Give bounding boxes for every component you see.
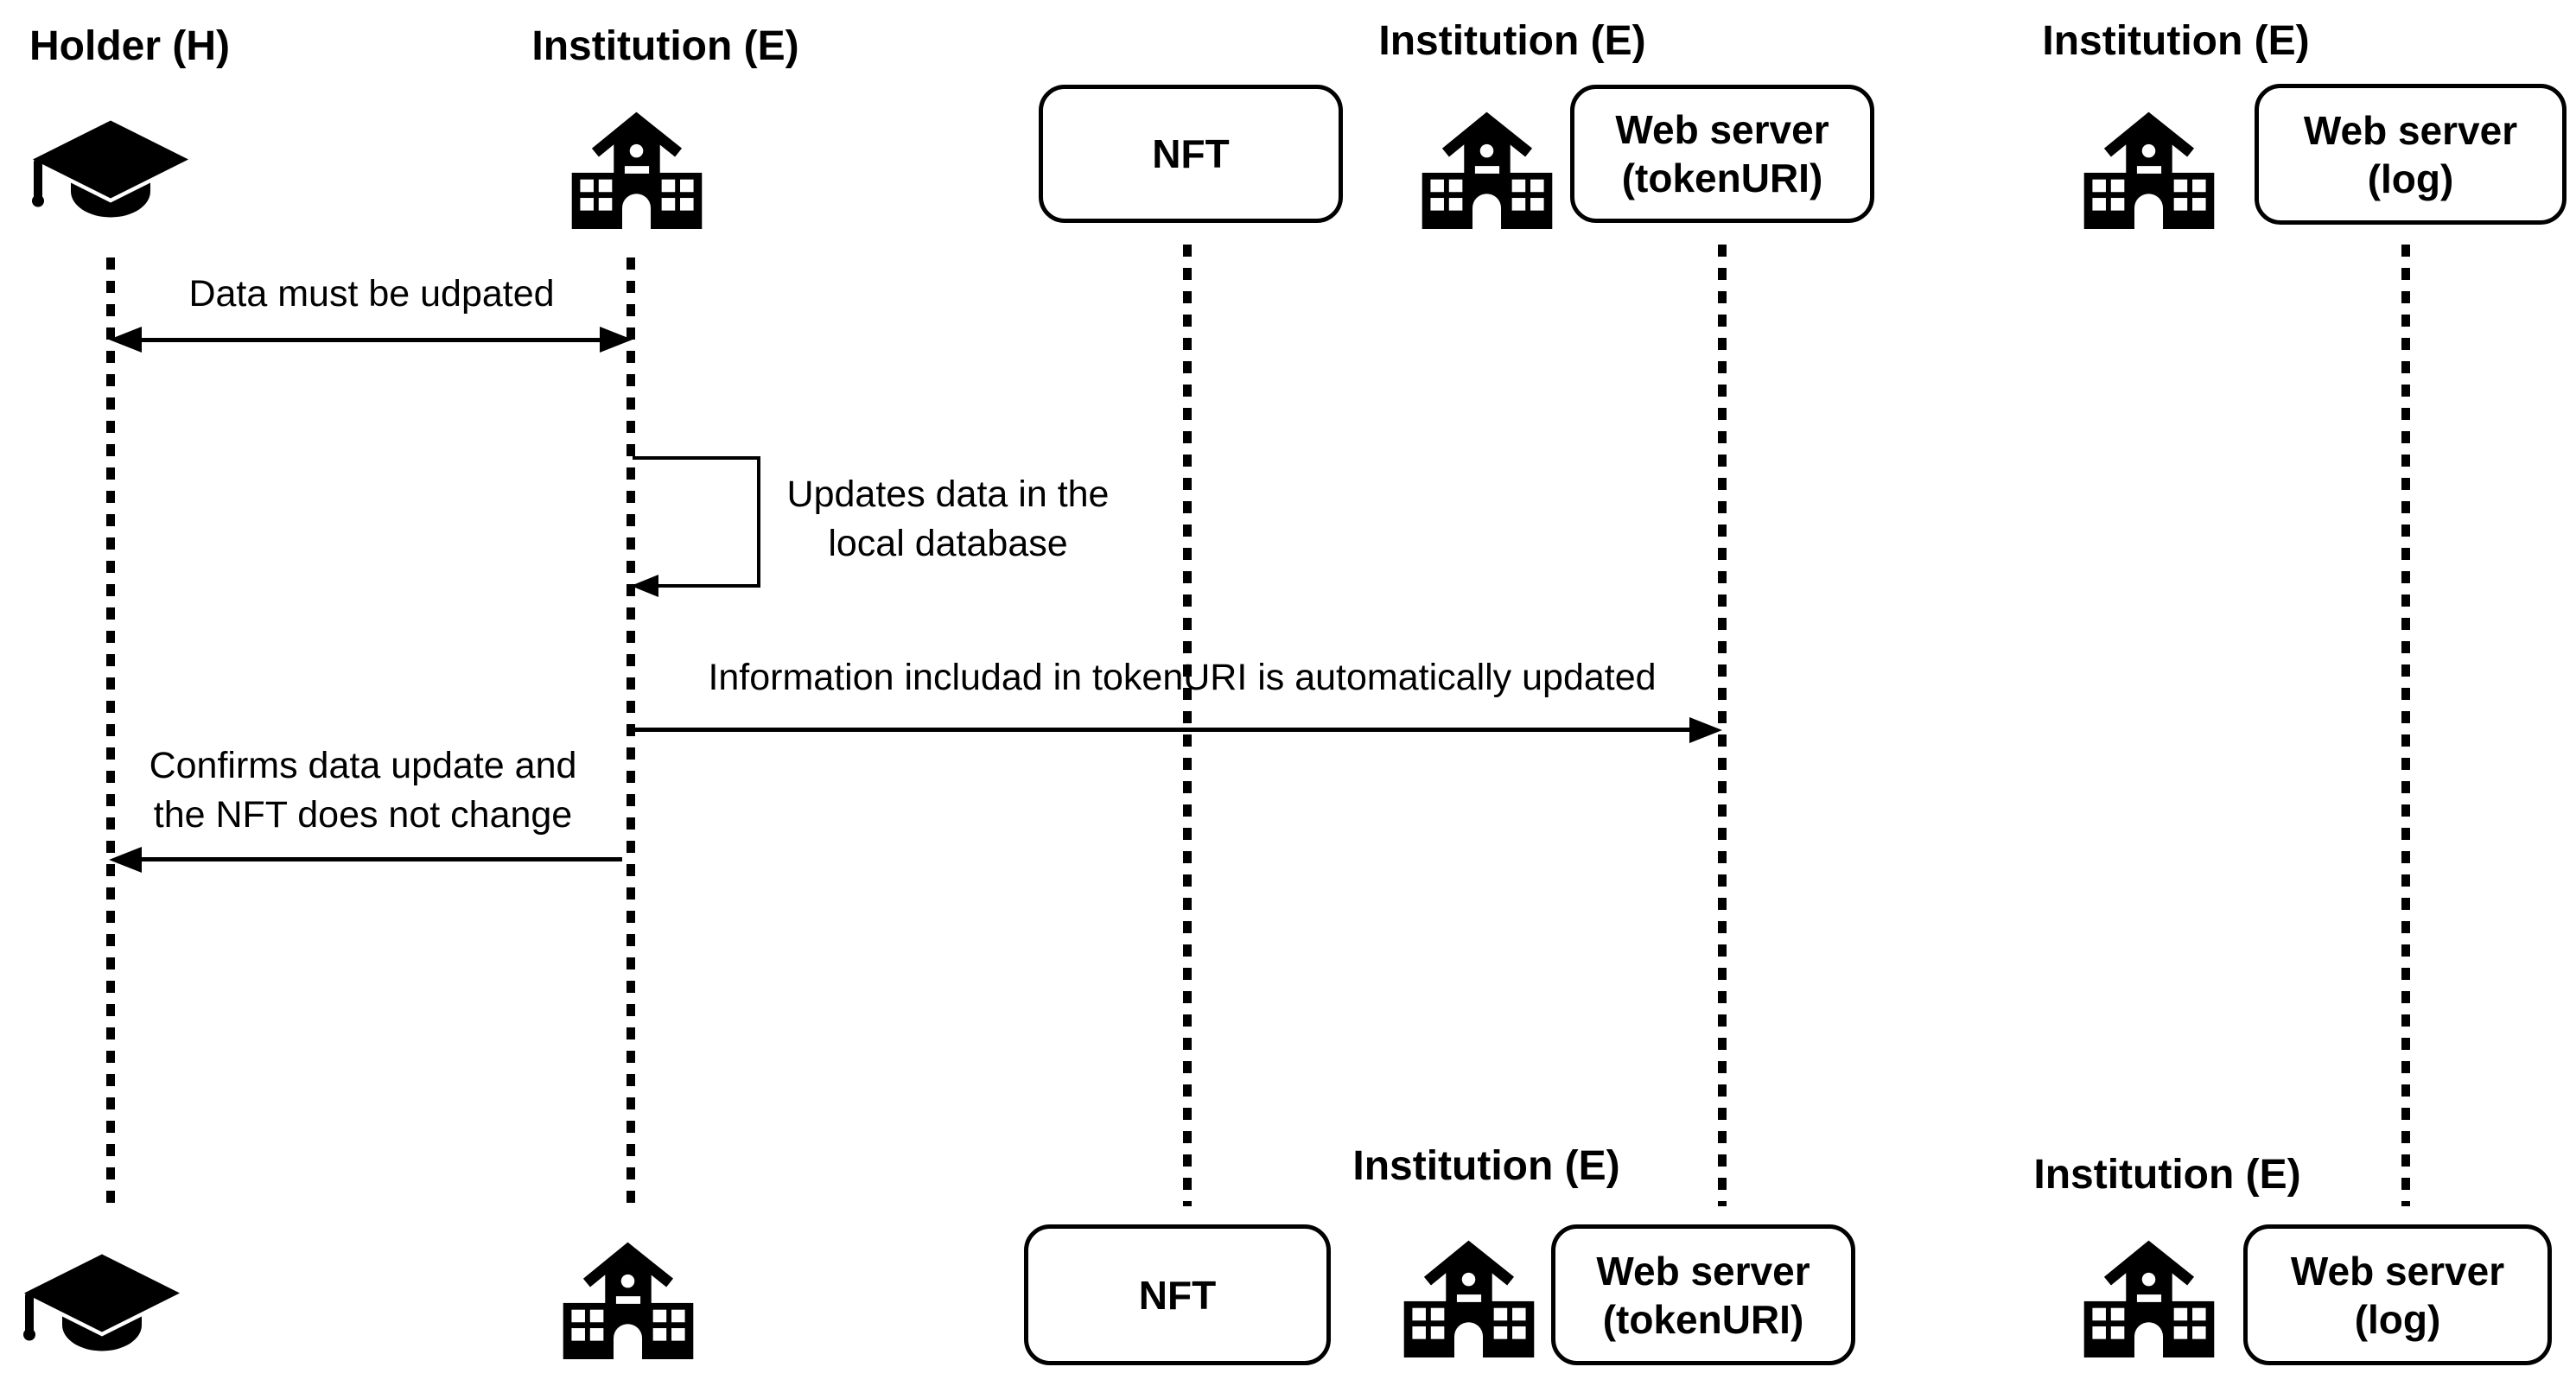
institution-tokenuri-label-top: Institution (E) (1378, 18, 1646, 64)
school-icon (1403, 1240, 1535, 1357)
arrowhead-left (109, 847, 142, 873)
arrowhead-right (600, 327, 633, 353)
webserver-tokenuri-line1: Web server (1615, 107, 1829, 152)
nft-node-top: NFT (1039, 85, 1343, 223)
lifeline-webserver-log (2401, 245, 2410, 1206)
message-1-text: Data must be udpated (188, 273, 555, 315)
lifeline-webserver-tokenuri (1718, 245, 1727, 1206)
lifeline-institution (627, 257, 635, 1208)
graduation-cap-icon (23, 1254, 180, 1351)
message-2-text: Updates data in the local database (787, 470, 1110, 569)
webserver-log-line1: Web server (2290, 1248, 2505, 1294)
message-3-line (633, 728, 1692, 732)
webserver-log-line2: (log) (2367, 156, 2454, 201)
selfloop-bottom-line (657, 584, 760, 588)
webserver-tokenuri-node-bottom: Web server (tokenURI) (1551, 1224, 1855, 1365)
arrowhead-left (631, 575, 658, 597)
message-2-line2: local database (828, 523, 1068, 564)
lifeline-nft (1183, 245, 1192, 1206)
message-4-line2: the NFT does not change (153, 794, 573, 836)
nft-node-label: NFT (1152, 131, 1230, 176)
webserver-tokenuri-line2: (tokenURI) (1602, 1296, 1804, 1342)
webserver-log-node-top: Web server (log) (2255, 84, 2566, 225)
school-icon (2083, 1240, 2215, 1357)
message-2-line1: Updates data in the (786, 474, 1110, 515)
message-1-line (138, 338, 605, 342)
message-4-text: Confirms data update and the NFT does no… (149, 741, 577, 840)
institution-tokenuri-label-bottom: Institution (E) (1352, 1143, 1620, 1189)
webserver-log-line2: (log) (2354, 1296, 2441, 1342)
message-4-line (140, 857, 622, 861)
school-icon (563, 1242, 694, 1359)
school-icon (1422, 111, 1553, 229)
selfloop-right-line (757, 456, 760, 588)
arrowhead-left (109, 327, 142, 353)
institution-log-label-top: Institution (E) (2042, 18, 2310, 64)
arrowhead-right (1689, 717, 1722, 743)
school-icon (571, 111, 703, 229)
holder-label-top: Holder (H) (29, 23, 230, 69)
nft-node-bottom: NFT (1024, 1224, 1331, 1365)
message-4-line1: Confirms data update and (149, 745, 577, 786)
message-3-text: Information includad in tokenURI is auto… (708, 657, 1657, 698)
lifeline-holder (106, 257, 115, 1208)
graduation-cap-icon (32, 120, 188, 218)
webserver-log-line1: Web server (2303, 107, 2518, 153)
webserver-log-node-bottom: Web server (log) (2243, 1224, 2552, 1365)
webserver-tokenuri-node-top: Web server (tokenURI) (1570, 85, 1874, 223)
nft-node-label: NFT (1138, 1272, 1217, 1318)
webserver-tokenuri-line2: (tokenURI) (1621, 156, 1823, 200)
webserver-tokenuri-line1: Web server (1596, 1248, 1810, 1294)
selfloop-top-line (633, 456, 760, 460)
school-icon (2083, 111, 2215, 229)
institution-log-label-bottom: Institution (E) (2033, 1152, 2301, 1198)
institution-label-top: Institution (E) (531, 23, 799, 69)
